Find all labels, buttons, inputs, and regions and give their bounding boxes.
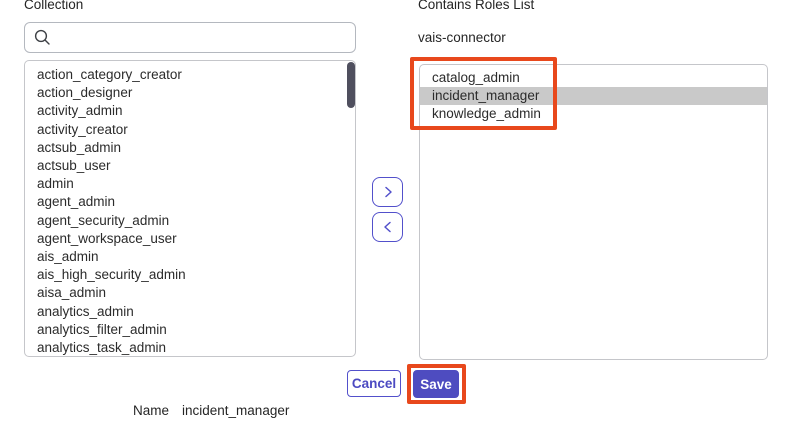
cancel-button[interactable]: Cancel	[347, 370, 401, 397]
chevron-right-icon	[384, 186, 392, 198]
list-item[interactable]: agent_admin	[37, 194, 116, 210]
role-name-sublabel: vais-connector	[418, 30, 506, 45]
list-item[interactable]: action_designer	[37, 85, 133, 101]
list-item[interactable]: ais_admin	[37, 249, 99, 265]
list-item[interactable]: activity_admin	[37, 103, 123, 119]
move-left-button[interactable]	[372, 212, 403, 242]
list-item[interactable]: analytics_filter_admin	[37, 321, 167, 337]
list-item[interactable]: actsub_admin	[37, 139, 122, 155]
list-item[interactable]: actsub_user	[37, 158, 111, 174]
list-item[interactable]: aisa_admin	[37, 285, 107, 301]
list-item[interactable]: ais_high_security_admin	[37, 267, 186, 283]
list-item[interactable]: catalog_admin	[432, 70, 520, 85]
search-icon	[34, 29, 50, 45]
save-button[interactable]: Save	[413, 370, 459, 398]
list-item[interactable]: analytics_task_admin	[37, 340, 167, 356]
name-value: incident_manager	[182, 403, 290, 418]
collection-label: Collection	[24, 0, 84, 12]
list-item[interactable]: agent_security_admin	[37, 212, 170, 228]
list-item[interactable]: knowledge_admin	[432, 105, 541, 121]
list-item[interactable]: incident_manager	[420, 86, 767, 105]
name-row: Name incident_manager	[133, 403, 289, 418]
list-item[interactable]: action_category_creator	[37, 67, 182, 82]
name-label: Name	[133, 403, 170, 418]
collection-list-scrollbar[interactable]	[347, 62, 355, 108]
collection-search[interactable]	[24, 22, 356, 53]
chevron-left-icon	[383, 221, 391, 233]
search-input[interactable]	[51, 23, 355, 52]
list-item[interactable]: agent_workspace_user	[37, 230, 177, 246]
contains-roles-label: Contains Roles List	[418, 0, 535, 12]
move-right-button[interactable]	[372, 177, 403, 207]
list-item[interactable]: activity_creator	[37, 121, 128, 137]
list-item[interactable]: admin	[37, 176, 74, 192]
list-item[interactable]: analytics_admin	[37, 303, 134, 319]
